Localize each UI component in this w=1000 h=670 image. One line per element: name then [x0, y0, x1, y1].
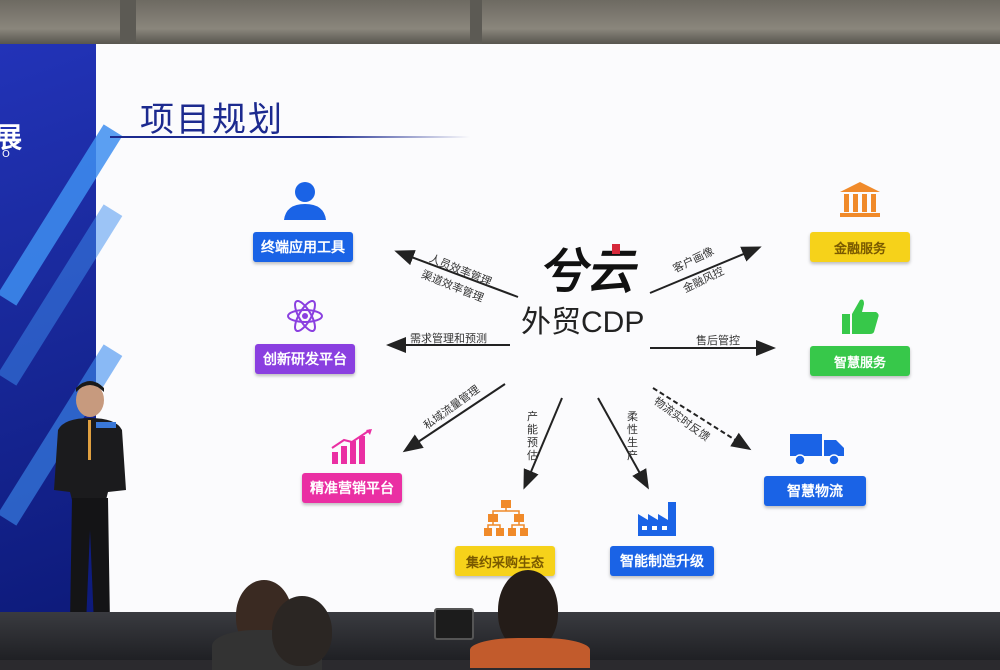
audience-shoulders: [470, 638, 590, 668]
venue-ceiling: [0, 0, 1000, 48]
side-band-sub: O: [2, 149, 10, 160]
arrow-finance: [649, 246, 762, 294]
node-finance: 金融服务: [810, 232, 910, 262]
factory-icon: [638, 502, 676, 536]
audience-head: [498, 570, 558, 650]
arrow-precision-marketing: [402, 383, 506, 453]
node-innovation-rd: 创新研发平台: [255, 344, 355, 374]
brand-logo-mark: 兮云: [538, 244, 635, 300]
side-band-char: 展: [0, 121, 23, 154]
org-chart-icon: [484, 500, 528, 536]
node-procurement-eco: 集约采购生态: [455, 546, 555, 576]
thumbs-up-icon: [842, 299, 879, 334]
edge-label: 售后管控: [696, 334, 740, 347]
arrow-procurement-eco: [523, 397, 563, 490]
arrow-terminal-tools: [394, 250, 519, 298]
slide-title: 项目规划: [140, 100, 284, 140]
projection-screen: 展 O 项目规划: [0, 44, 1000, 616]
arrow-smart-logistics: [652, 387, 752, 451]
venue-pillar: [120, 0, 136, 48]
atom-icon: [287, 299, 323, 333]
node-smart-logistics: 智慧物流: [764, 476, 866, 506]
node-smart-service: 智慧服务: [810, 346, 910, 376]
edge-label: 产能预估: [527, 410, 538, 462]
edge-label: 柔性生产: [627, 410, 638, 462]
node-smart-manufacturing: 智能制造升级: [610, 546, 714, 576]
brand-seal: [612, 244, 620, 254]
node-terminal-tools: 终端应用工具: [253, 232, 353, 262]
presenter-figure: [54, 381, 126, 628]
title-underline: [110, 136, 470, 138]
arrow-smart-manufacturing: [597, 397, 649, 490]
edge-label: 需求管理和预测: [410, 332, 487, 345]
audience-phone: [434, 608, 474, 640]
venue-pillar: [470, 0, 482, 48]
center-hub-label: 外贸CDP: [521, 306, 645, 339]
audience-head: [272, 596, 332, 666]
bar-chart-icon: [331, 429, 372, 464]
bank-icon: [840, 182, 880, 217]
truck-icon: [790, 434, 844, 466]
person-icon: [284, 182, 326, 220]
node-precision-marketing: 精准营销平台: [302, 473, 402, 503]
